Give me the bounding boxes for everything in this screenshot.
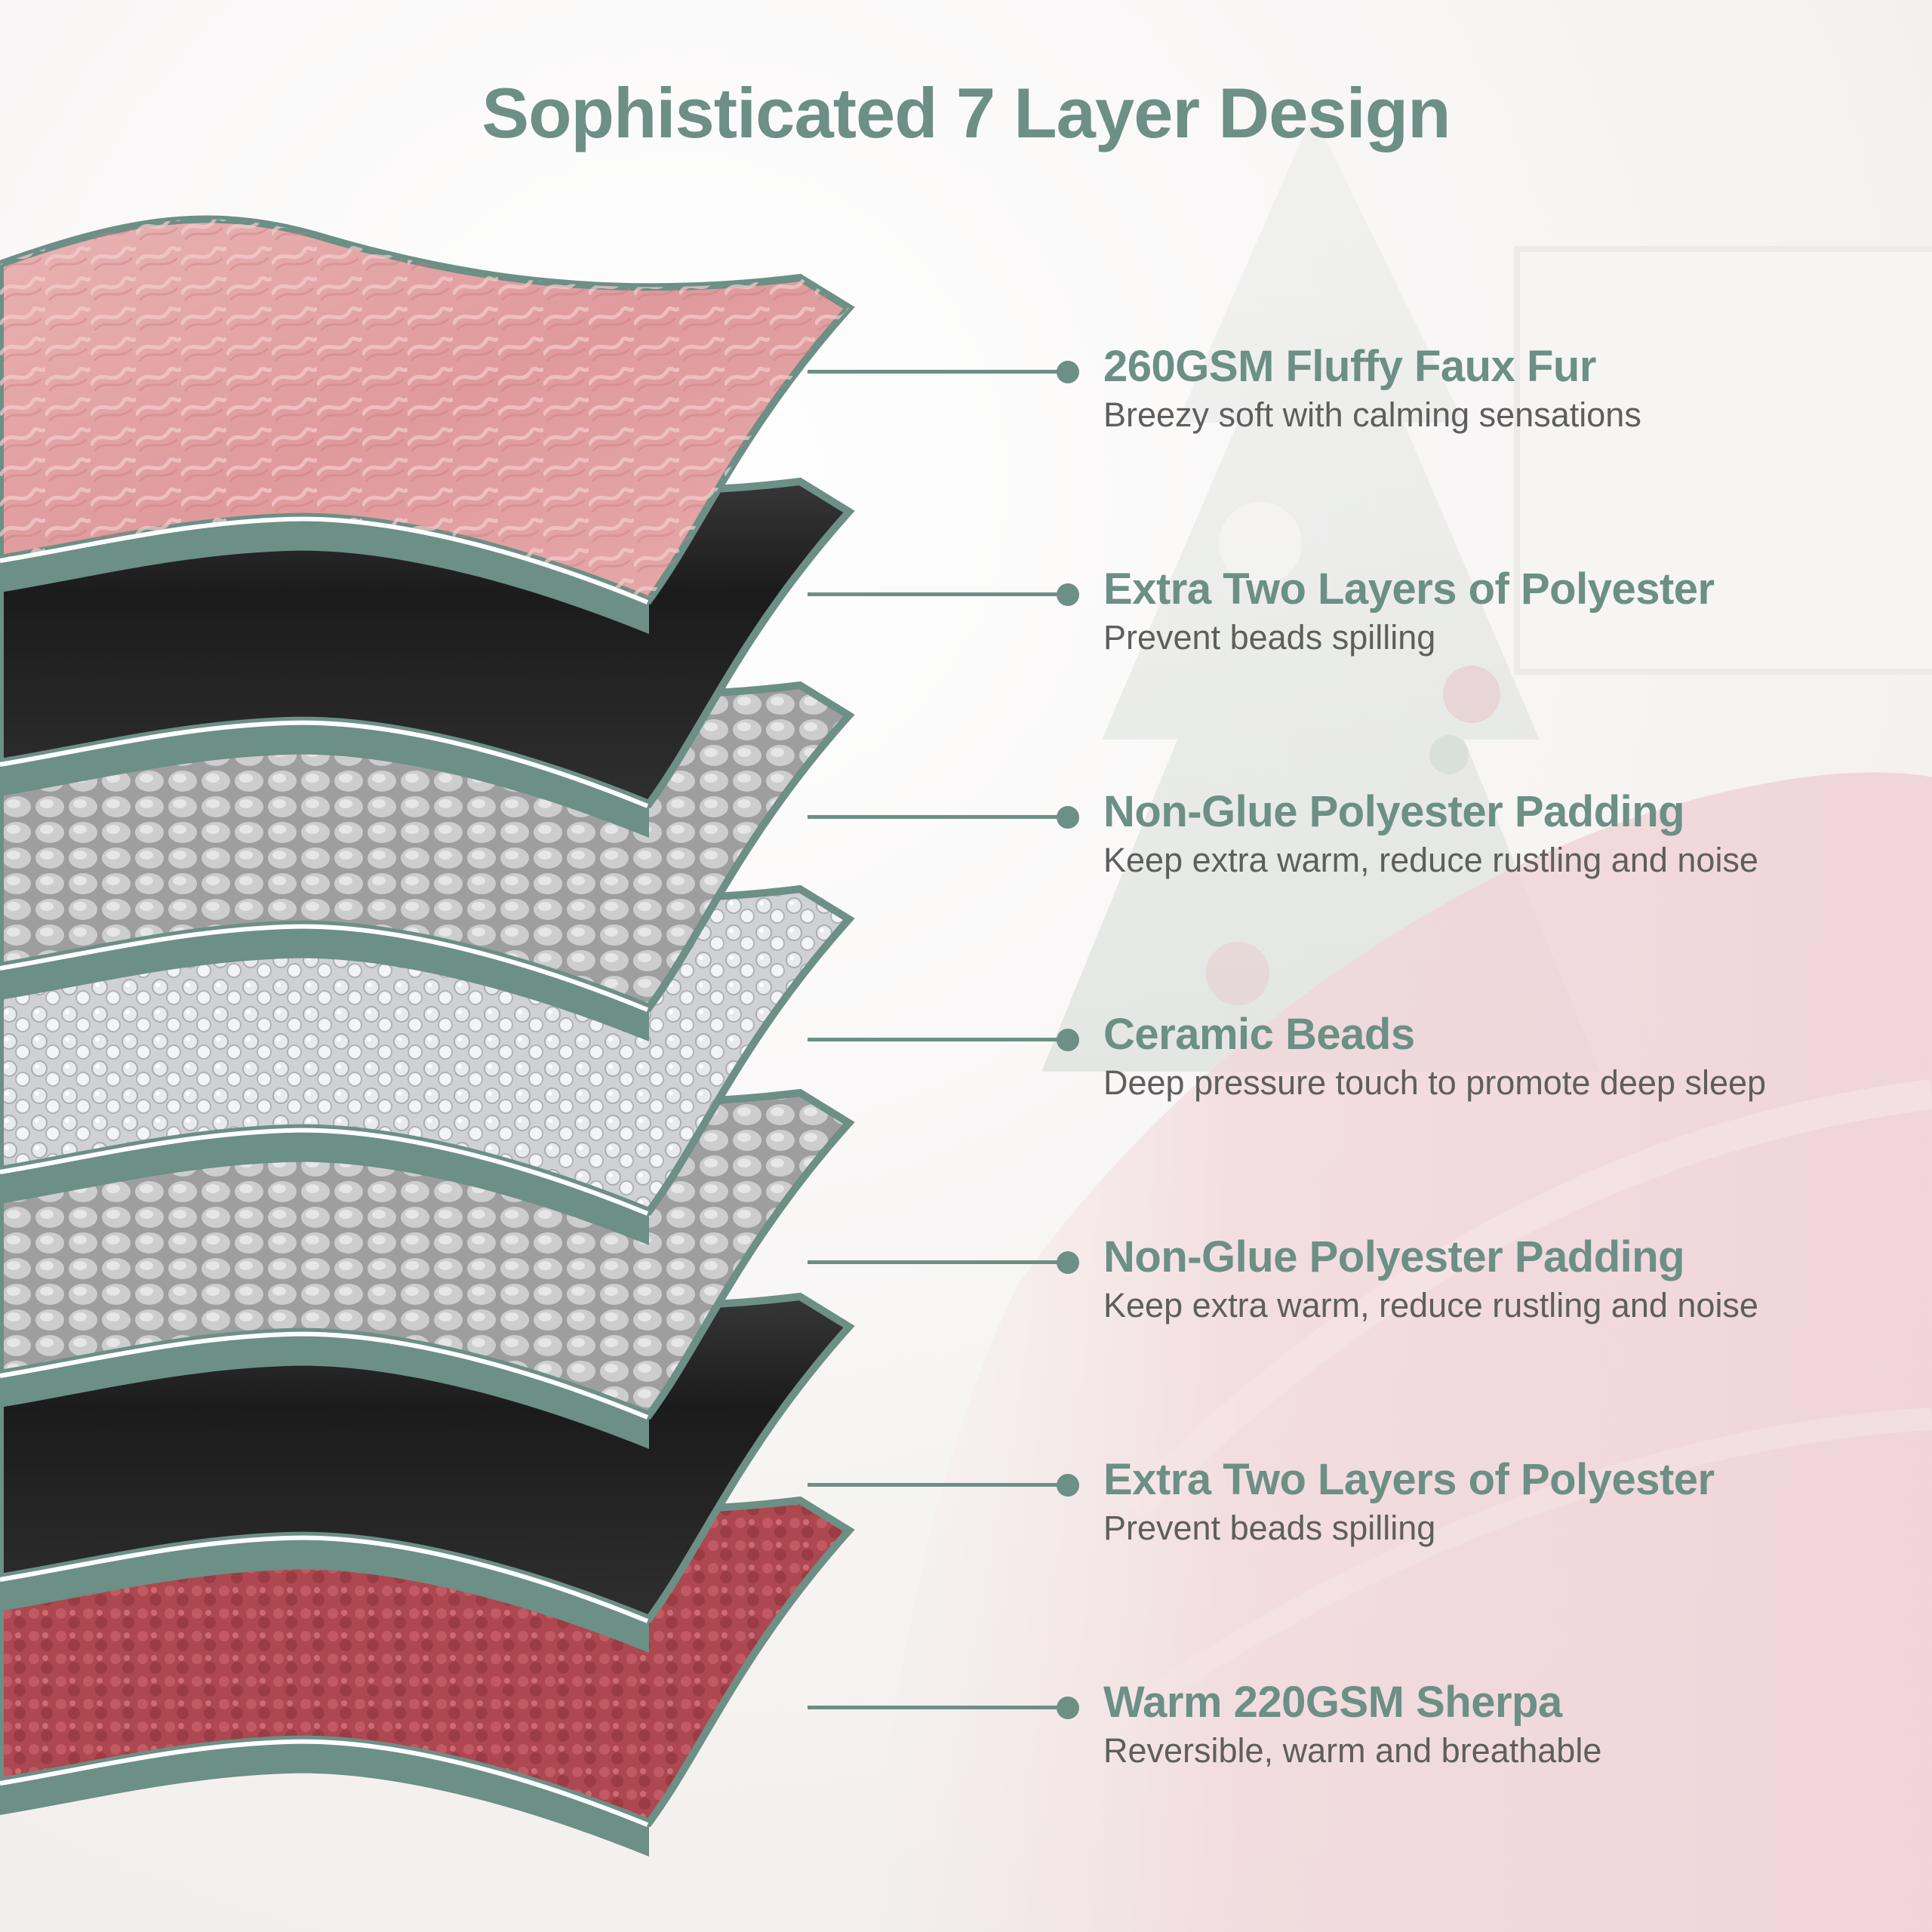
layer-heading: Non-Glue Polyester Padding: [1103, 787, 1685, 836]
layer-description: Prevent beads spilling: [1103, 618, 1436, 657]
layer-texture: [0, 219, 849, 600]
callout-padding-top: Non-Glue Polyester Padding Keep extra wa…: [808, 776, 1894, 889]
layer-heading: Ceramic Beads: [1103, 1010, 1415, 1059]
layer-heading: Extra Two Layers of Polyester: [1103, 1455, 1715, 1504]
layer-heading: Extra Two Layers of Polyester: [1103, 565, 1715, 614]
layer-heading: 260GSM Fluffy Faux Fur: [1103, 342, 1596, 391]
layer-highlight: [0, 1128, 649, 1216]
page-title: Sophisticated 7 Layer Design: [481, 73, 1451, 152]
layer-heading: Warm 220GSM Sherpa: [1103, 1678, 1562, 1727]
leader-line: [808, 1260, 1069, 1264]
leader-line: [808, 370, 1069, 374]
leader-dot-icon: [1057, 1697, 1079, 1719]
layer-highlight: [0, 1535, 649, 1623]
leader-line: [808, 1038, 1069, 1041]
leader-dot-icon: [1057, 1251, 1079, 1274]
layer-highlight: [0, 516, 649, 605]
callout-faux-fur: 260GSM Fluffy Faux Fur Breezy soft with …: [808, 331, 1894, 444]
layer-description: Keep extra warm, reduce rustling and noi…: [1103, 1286, 1758, 1324]
layer-heading: Non-Glue Polyester Padding: [1103, 1232, 1685, 1281]
callout-ceramic-beads: Ceramic Beads Deep pressure touch to pro…: [808, 998, 1894, 1112]
callout-polyester-bottom: Extra Two Layers of Polyester Prevent be…: [808, 1444, 1894, 1557]
leader-line: [808, 1483, 1069, 1487]
layer-description: Prevent beads spilling: [1103, 1509, 1436, 1547]
leader-line: [808, 592, 1069, 596]
layer-highlight: [0, 1331, 649, 1420]
callout-padding-bottom: Non-Glue Polyester Padding Keep extra wa…: [808, 1221, 1894, 1334]
leader-dot-icon: [1057, 583, 1079, 606]
layer-description: Deep pressure touch to promote deep slee…: [1103, 1063, 1767, 1102]
leader-dot-icon: [1057, 1029, 1079, 1051]
layer-faux-fur: [0, 215, 855, 634]
layer-highlight: [0, 924, 649, 1012]
christmas-tree-icon: [1041, 113, 1600, 1072]
layer-description: Reversible, warm and breathable: [1103, 1731, 1602, 1770]
callout-polyester-top: Extra Two Layers of Polyester Prevent be…: [808, 553, 1894, 666]
leader-dot-icon: [1057, 806, 1079, 829]
leader-line: [808, 815, 1069, 819]
leader-line: [808, 1706, 1069, 1709]
layer-highlight: [0, 720, 649, 808]
layer-description: Breezy soft with calming sensations: [1103, 395, 1641, 434]
leader-dot-icon: [1057, 361, 1079, 383]
layer-description: Keep extra warm, reduce rustling and noi…: [1103, 841, 1758, 879]
callout-sherpa: Warm 220GSM Sherpa Reversible, warm and …: [808, 1666, 1894, 1780]
layer-highlight: [0, 1739, 649, 1827]
leader-dot-icon: [1057, 1474, 1079, 1497]
